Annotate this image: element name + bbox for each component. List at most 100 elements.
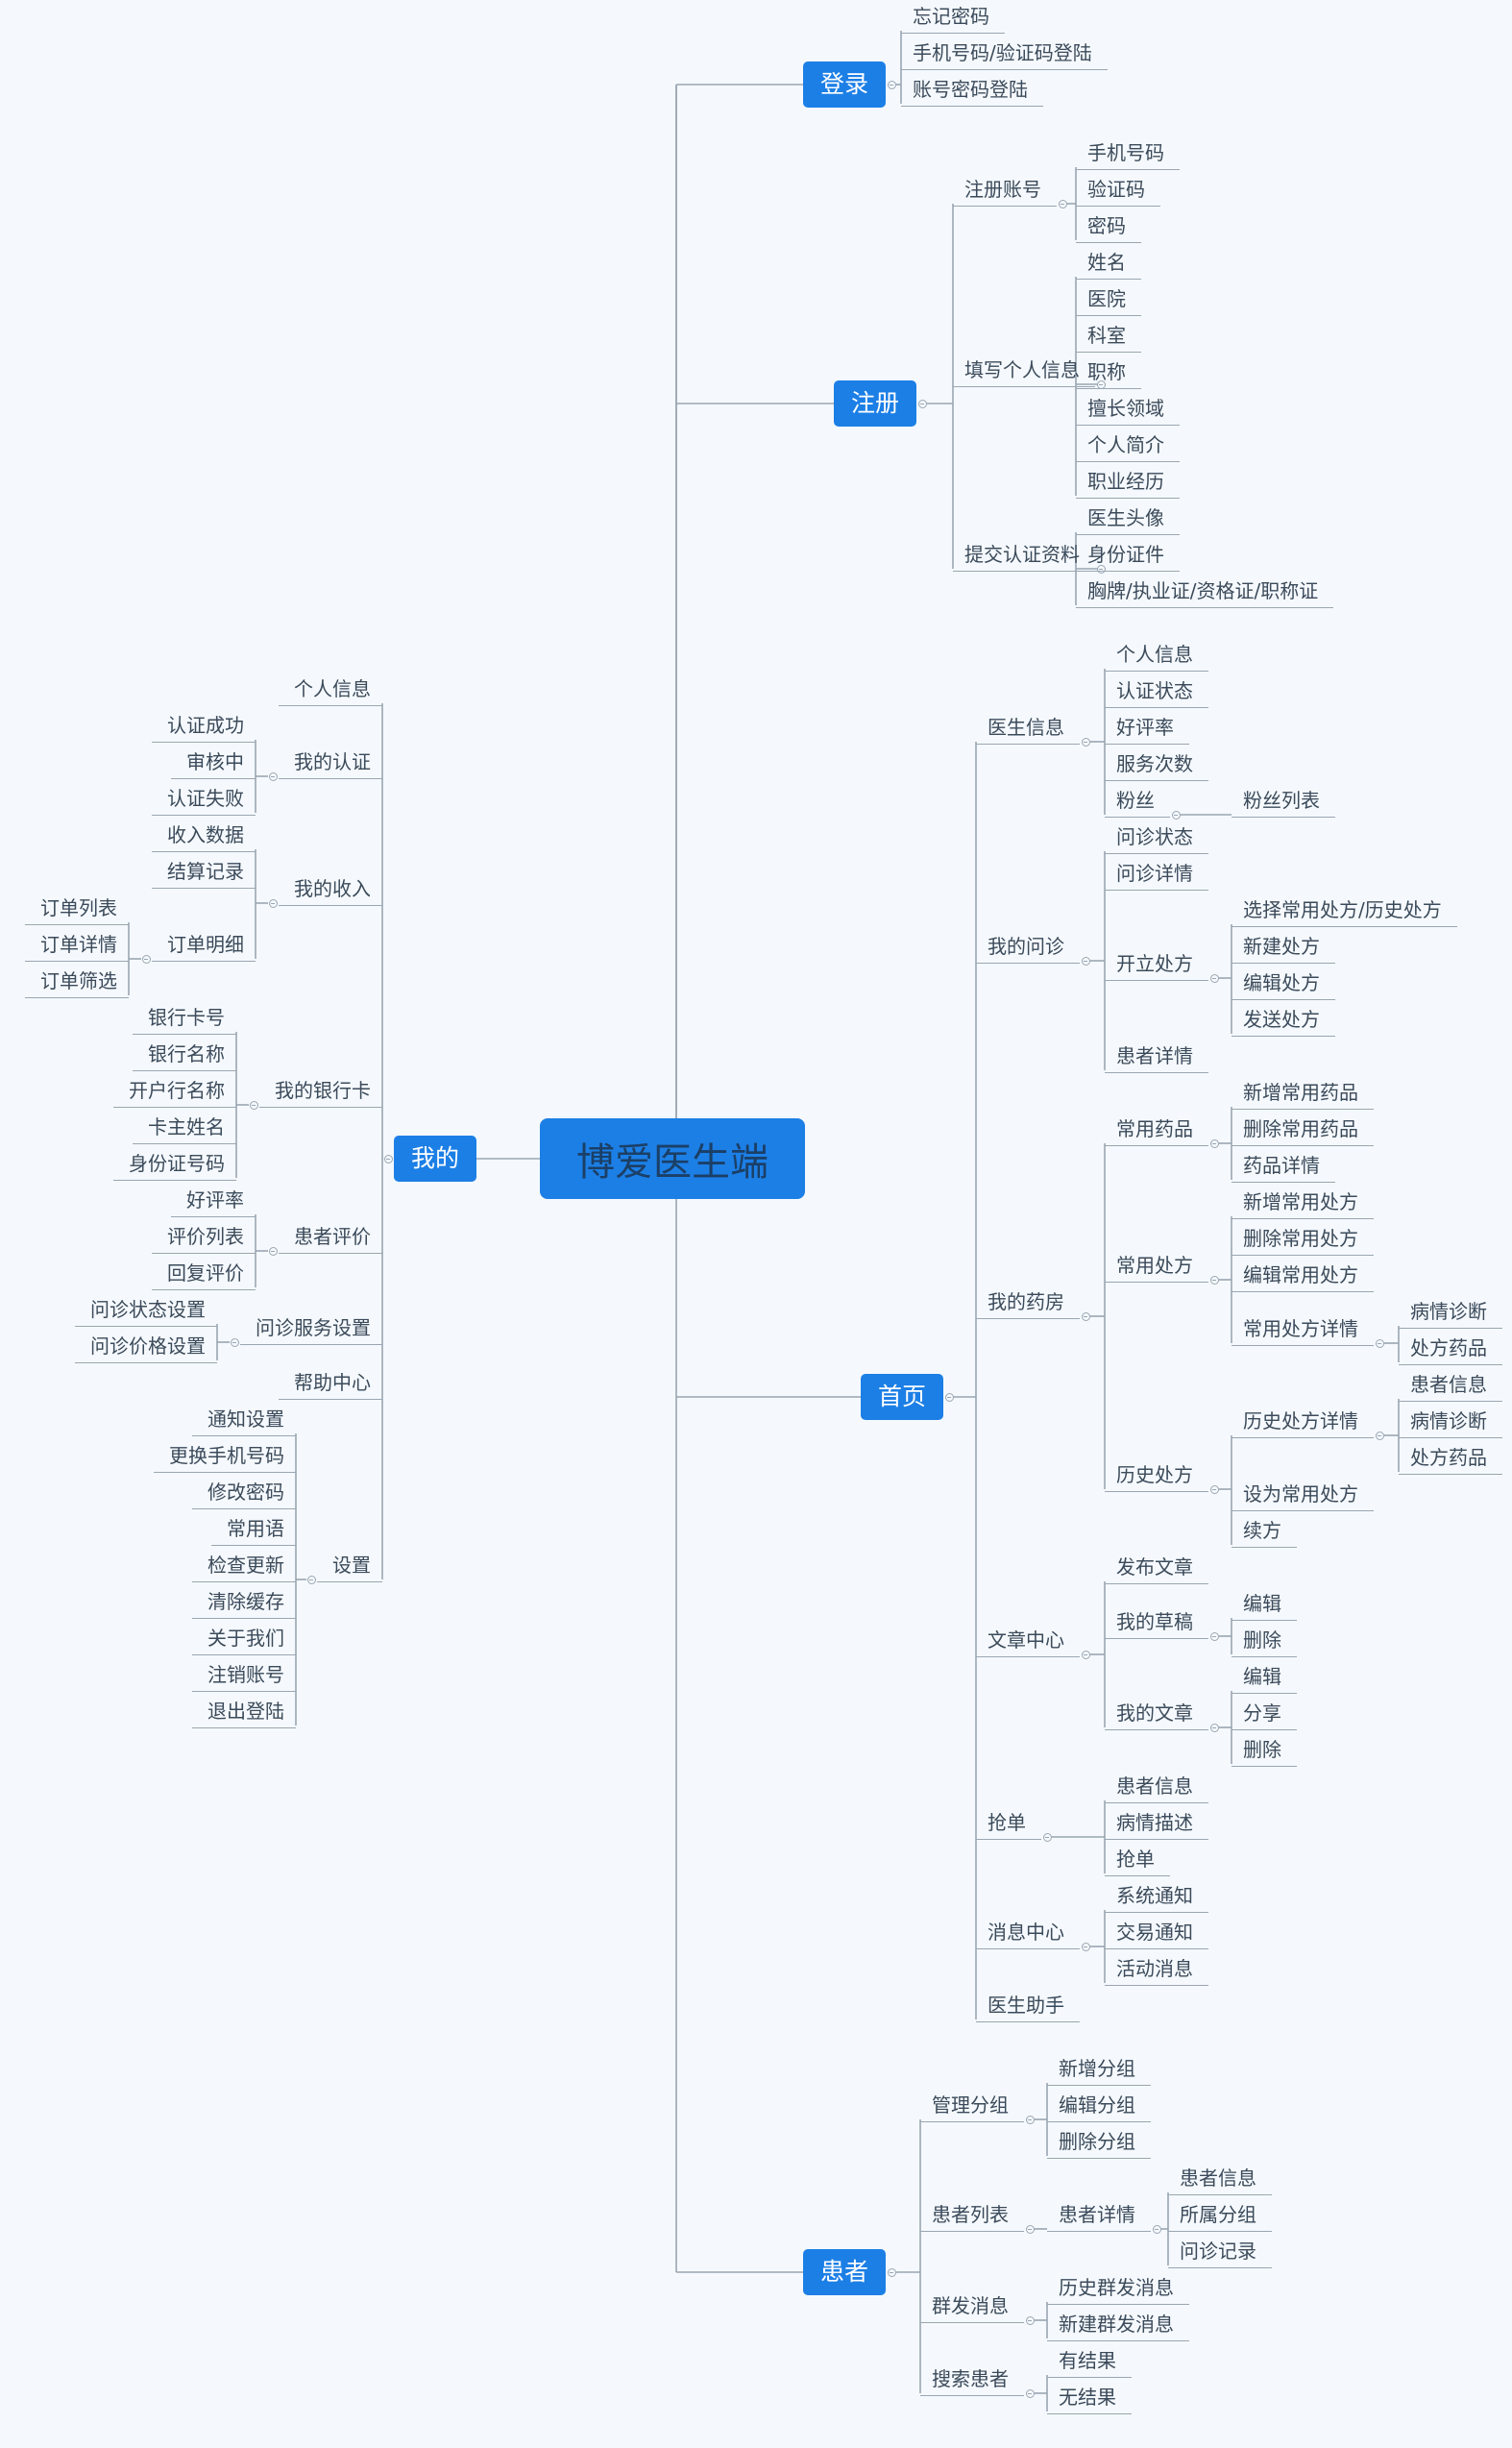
mindmap-node[interactable]: 订单详情 <box>25 931 129 962</box>
collapse-toggle-icon[interactable] <box>1171 810 1181 820</box>
mindmap-node[interactable]: 医生助手 <box>976 1992 1080 2022</box>
mindmap-node[interactable]: 交易通知 <box>1105 1919 1208 1949</box>
mindmap-node[interactable]: 管理分组 <box>920 2092 1024 2122</box>
mindmap-node[interactable]: 历史群发消息 <box>1047 2274 1189 2305</box>
mindmap-node[interactable]: 医生头像 <box>1076 504 1180 535</box>
collapse-toggle-icon[interactable] <box>268 771 278 781</box>
collapse-toggle-icon[interactable] <box>887 80 896 89</box>
mindmap-node[interactable]: 关于我们 <box>192 1625 296 1655</box>
mindmap-node[interactable]: 粉丝 <box>1105 787 1170 818</box>
mindmap-node[interactable]: 医院 <box>1076 285 1141 316</box>
collapse-toggle-icon[interactable] <box>1209 1723 1219 1732</box>
collapse-toggle-icon[interactable] <box>249 1100 258 1110</box>
mindmap-node[interactable]: 删除常用药品 <box>1232 1115 1374 1146</box>
collapse-toggle-icon[interactable] <box>230 1337 239 1347</box>
mindmap-node[interactable]: 我的问诊 <box>976 933 1080 964</box>
mindmap-node[interactable]: 卡主姓名 <box>133 1114 236 1144</box>
mindmap-node[interactable]: 认证成功 <box>152 712 256 743</box>
collapse-toggle-icon[interactable] <box>1152 2224 1161 2234</box>
mindmap-node[interactable]: 个人信息 <box>1105 641 1208 672</box>
mindmap-node[interactable]: 删除分组 <box>1047 2128 1151 2159</box>
mindmap-node[interactable]: 搜索患者 <box>920 2365 1024 2396</box>
mindmap-node[interactable]: 评价列表 <box>152 1223 256 1254</box>
mindmap-node[interactable]: 银行卡号 <box>133 1004 236 1035</box>
mindmap-node[interactable]: 我的药房 <box>976 1288 1080 1319</box>
mindmap-node[interactable]: 问诊状态 <box>1105 823 1208 854</box>
mindmap-node[interactable]: 编辑常用处方 <box>1232 1261 1374 1292</box>
mindmap-node[interactable]: 好评率 <box>1105 714 1189 745</box>
collapse-toggle-icon[interactable] <box>944 1392 954 1402</box>
collapse-toggle-icon[interactable] <box>1375 1338 1384 1348</box>
mindmap-node[interactable]: 系统通知 <box>1105 1882 1208 1913</box>
mindmap-node[interactable]: 问诊详情 <box>1105 860 1208 891</box>
mindmap-node[interactable]: 分享 <box>1232 1700 1297 1730</box>
mindmap-node[interactable]: 开户行名称 <box>113 1077 236 1108</box>
collapse-toggle-icon[interactable] <box>268 898 278 908</box>
mindmap-node[interactable]: 职称 <box>1076 358 1141 389</box>
collapse-toggle-icon[interactable] <box>1025 2315 1035 2325</box>
mindmap-node[interactable]: 患者详情 <box>1105 1042 1208 1073</box>
mindmap-node[interactable]: 职业经历 <box>1076 468 1180 499</box>
mindmap-node[interactable]: 新增分组 <box>1047 2055 1151 2086</box>
mindmap-node[interactable]: 处方药品 <box>1399 1444 1502 1475</box>
mindmap-node[interactable]: 病情诊断 <box>1399 1298 1502 1329</box>
mindmap-node[interactable]: 病情诊断 <box>1399 1408 1502 1438</box>
mindmap-node[interactable]: 删除 <box>1232 1736 1297 1767</box>
mindmap-node[interactable]: 常用处方详情 <box>1232 1315 1374 1346</box>
mindmap-node[interactable]: 患者详情 <box>1047 2201 1151 2232</box>
mindmap-node[interactable]: 常用药品 <box>1105 1115 1208 1146</box>
mindmap-node[interactable]: 选择常用处方/历史处方 <box>1232 896 1457 927</box>
mindmap-node[interactable]: 药品详情 <box>1232 1152 1335 1183</box>
mindmap-node[interactable]: 注册账号 <box>953 176 1057 207</box>
mindmap-node[interactable]: 病情描述 <box>1105 1809 1208 1840</box>
mindmap-node[interactable]: 问诊记录 <box>1168 2238 1272 2268</box>
mindmap-node[interactable]: 我的 <box>394 1136 477 1182</box>
mindmap-node[interactable]: 退出登陆 <box>192 1698 296 1728</box>
collapse-toggle-icon[interactable] <box>1209 1484 1219 1494</box>
mindmap-node[interactable]: 消息中心 <box>976 1919 1080 1949</box>
mindmap-node[interactable]: 注册 <box>834 380 917 427</box>
mindmap-node[interactable]: 帮助中心 <box>279 1369 382 1400</box>
mindmap-node[interactable]: 新建处方 <box>1232 933 1335 964</box>
mindmap-node[interactable]: 账号密码登陆 <box>901 76 1043 107</box>
mindmap-node[interactable]: 提交认证资料 <box>953 541 1095 572</box>
mindmap-node[interactable]: 常用处方 <box>1105 1252 1208 1283</box>
mindmap-node[interactable]: 续方 <box>1232 1517 1297 1548</box>
mindmap-node[interactable]: 新建群发消息 <box>1047 2311 1189 2341</box>
collapse-toggle-icon[interactable] <box>1025 2224 1035 2234</box>
collapse-toggle-icon[interactable] <box>1081 1311 1090 1321</box>
mindmap-node[interactable]: 活动消息 <box>1105 1955 1208 1986</box>
mindmap-node[interactable]: 登录 <box>803 61 887 108</box>
mindmap-node[interactable]: 设为常用处方 <box>1232 1481 1374 1511</box>
mindmap-node[interactable]: 注销账号 <box>192 1661 296 1692</box>
collapse-toggle-icon[interactable] <box>306 1575 316 1584</box>
mindmap-node[interactable]: 粉丝列表 <box>1232 787 1335 818</box>
mindmap-node[interactable]: 服务次数 <box>1105 750 1208 781</box>
collapse-toggle-icon[interactable] <box>1025 2388 1035 2398</box>
mindmap-node[interactable]: 设置 <box>317 1552 382 1582</box>
mindmap-node[interactable]: 检查更新 <box>192 1552 296 1582</box>
mindmap-node[interactable]: 患者 <box>803 2249 887 2295</box>
mindmap-node[interactable]: 我的收入 <box>279 875 382 906</box>
mindmap-node[interactable]: 新增常用药品 <box>1232 1079 1374 1110</box>
mindmap-node[interactable]: 订单明细 <box>152 931 256 962</box>
collapse-toggle-icon[interactable] <box>141 954 151 964</box>
mindmap-node[interactable]: 抢单 <box>1105 1846 1170 1876</box>
mindmap-node[interactable]: 开立处方 <box>1105 950 1208 981</box>
mindmap-node[interactable]: 认证状态 <box>1105 677 1208 708</box>
mindmap-node[interactable]: 身份证号码 <box>113 1150 236 1181</box>
mindmap-node[interactable]: 个人简介 <box>1076 431 1180 462</box>
mindmap-node[interactable]: 无结果 <box>1047 2384 1132 2414</box>
mindmap-node[interactable]: 患者列表 <box>920 2201 1024 2232</box>
mindmap-node[interactable]: 身份证件 <box>1076 541 1180 572</box>
collapse-toggle-icon[interactable] <box>1209 1631 1219 1641</box>
collapse-toggle-icon[interactable] <box>1042 1832 1052 1842</box>
mindmap-node[interactable]: 所属分组 <box>1168 2201 1272 2232</box>
mindmap-node[interactable]: 擅长领域 <box>1076 395 1180 426</box>
mindmap-node[interactable]: 发布文章 <box>1105 1554 1208 1584</box>
collapse-toggle-icon[interactable] <box>1209 1138 1219 1148</box>
mindmap-node[interactable]: 患者信息 <box>1105 1773 1208 1803</box>
mindmap-node[interactable]: 问诊价格设置 <box>75 1333 217 1363</box>
mindmap-node[interactable]: 我的草稿 <box>1105 1608 1208 1639</box>
mindmap-node[interactable]: 处方药品 <box>1399 1334 1502 1365</box>
